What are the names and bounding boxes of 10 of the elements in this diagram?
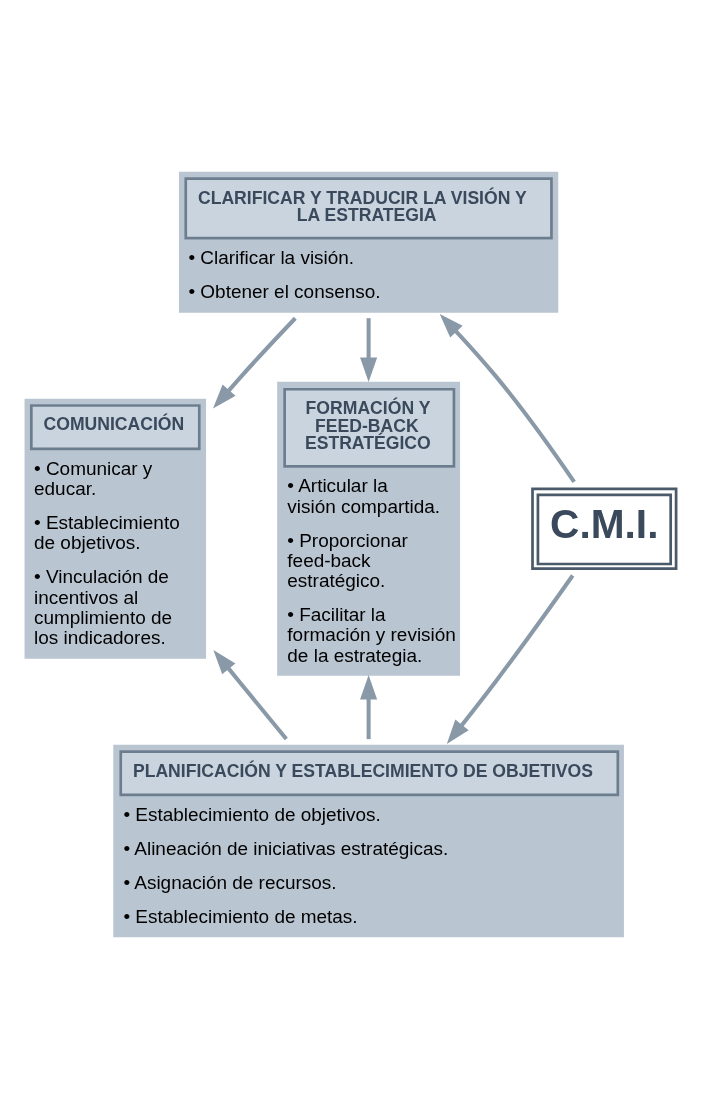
node-box: CLARIFICAR Y TRADUCIR LA VISIÓN Y LA ESTRATEGIA • Clarificar la visión. • Obtener el consenso. — [178, 171, 559, 313]
node-box: FORMACIÓN Y FEED-BACK ESTRATÉGICO • Articular la visión compartida. • Proporcionar feed-back estratégico. • Facilitar la formación y revisión de la estrategia. — [277, 381, 461, 676]
arrow — [360, 674, 378, 739]
arrow — [213, 649, 288, 740]
arrow — [360, 317, 378, 382]
arrow — [213, 316, 297, 409]
arrow — [446, 573, 575, 744]
node-box: COMUNICACIÓN • Comunicar y educar. • Establecimiento de objetivos. • Vinculación de incentivos al cumplimiento de los indicadores. — [24, 398, 207, 659]
arrow — [439, 313, 576, 483]
node-box: PLANIFICACIÓN Y ESTABLECIMIENTO DE OBJETIVOS • Establecimiento de objetivos. • Alineación de iniciativas estratégicas. • Asignación de recursos. • Establecimiento de metas. — [113, 744, 624, 937]
